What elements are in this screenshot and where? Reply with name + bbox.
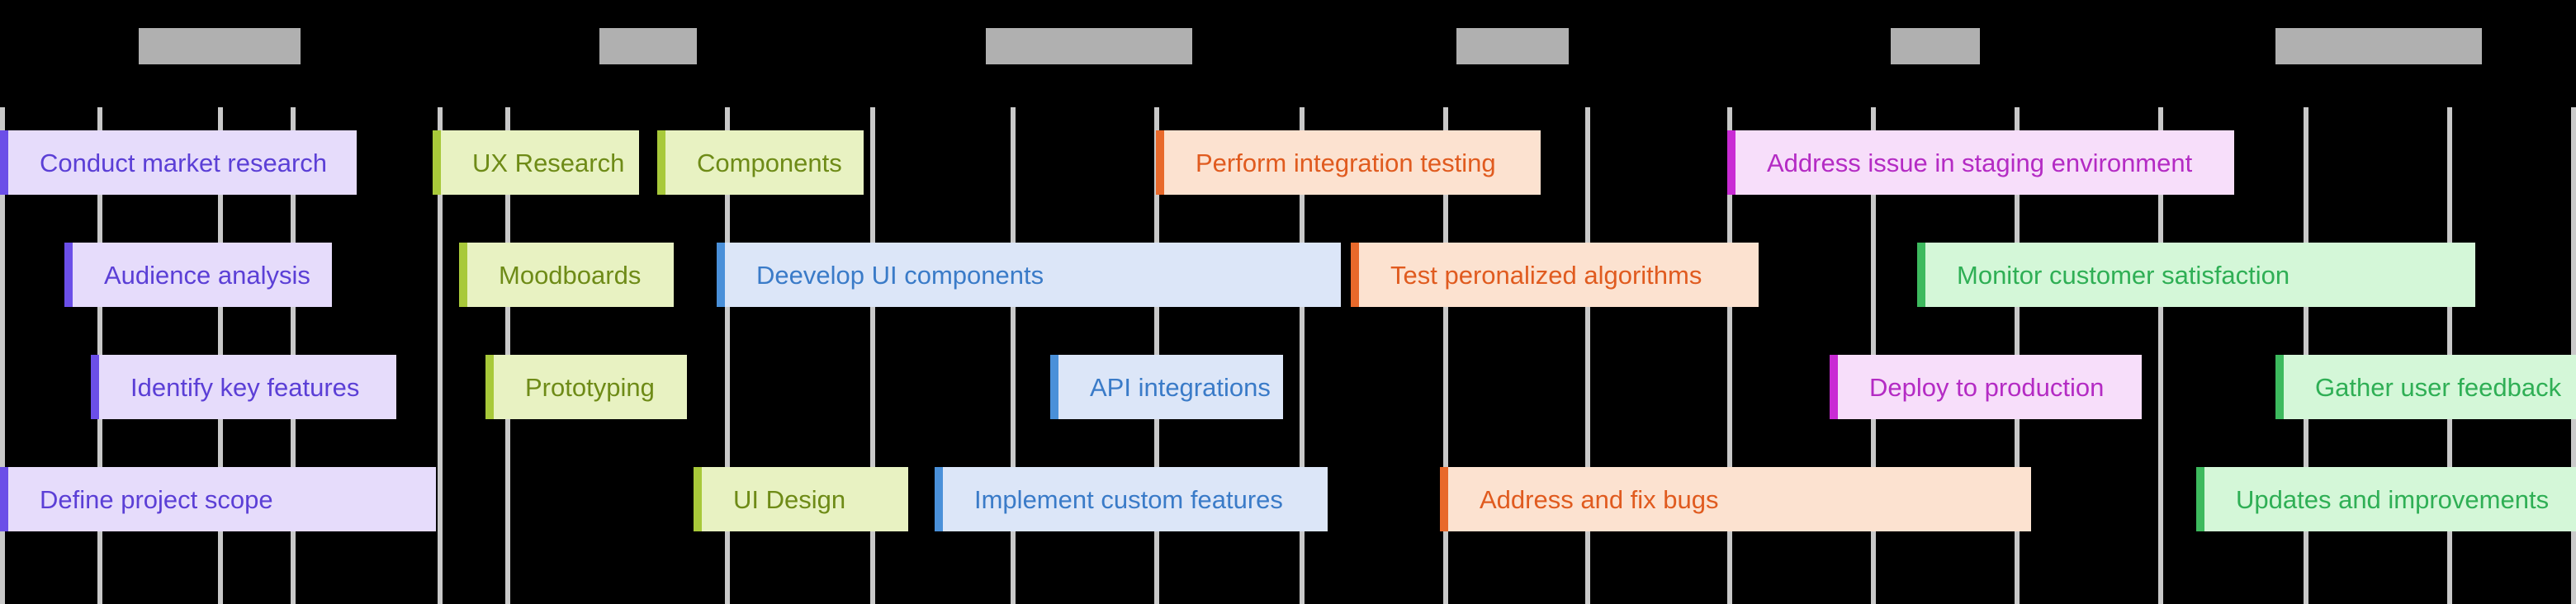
phase-header-2: DESIGN — [599, 28, 697, 64]
task-bar-label: UI Design — [733, 484, 846, 514]
task-bar-label: Deevelop UI components — [756, 260, 1044, 290]
task-bar-label: Updates and improvements — [2236, 484, 2550, 514]
task-bar[interactable]: Deevelop UI components — [717, 243, 1341, 307]
task-bar-label: Audience analysis — [104, 260, 310, 290]
phase-header-3: DEVELOPMENT — [986, 28, 1192, 64]
task-bar[interactable]: Gather user feedback — [2275, 355, 2576, 419]
task-bar-label: Test peronalized algorithms — [1390, 260, 1702, 290]
task-bar-label: Address issue in staging environment — [1767, 148, 2193, 177]
gridline — [1011, 107, 1016, 604]
phase-header-6: MAINTENANCE — [2275, 28, 2482, 64]
gridline — [1727, 107, 1732, 604]
task-bar-label: Gather user feedback — [2315, 372, 2562, 402]
task-bar-label: Define project scope — [40, 484, 273, 514]
phase-header-4: TESTING — [1456, 28, 1569, 64]
phase-header-band: PLANNING DESIGN DEVELOPMENT TESTING LAUNCH MA… — [0, 0, 2576, 107]
task-bar-label: Prototyping — [525, 372, 655, 402]
task-bar[interactable]: Moodboards — [459, 243, 674, 307]
task-bar[interactable]: Identify key features — [91, 355, 396, 419]
task-bar-label: API integrations — [1090, 372, 1271, 402]
gridline — [1300, 107, 1305, 604]
gridline — [2158, 107, 2163, 604]
phase-header-5: LAUNCH — [1891, 28, 1980, 64]
task-bar[interactable]: Implement custom features — [935, 467, 1328, 531]
task-bar-label: Moodboards — [499, 260, 642, 290]
task-bar-label: Implement custom features — [974, 484, 1283, 514]
task-bar[interactable]: Deploy to production — [1830, 355, 2142, 419]
task-bar[interactable]: Address issue in staging environment — [1727, 130, 2234, 195]
phase-header-1: PLANNING — [139, 28, 301, 64]
task-bar[interactable]: UI Design — [694, 467, 908, 531]
task-bar-label: Address and fix bugs — [1480, 484, 1719, 514]
task-bar[interactable]: Test peronalized algorithms — [1351, 243, 1759, 307]
task-bar[interactable]: Components — [657, 130, 864, 195]
gridline — [438, 107, 443, 604]
task-bar-label: UX Research — [472, 148, 625, 177]
task-bar-label: Monitor customer satisfaction — [1957, 260, 2290, 290]
task-bar[interactable]: Prototyping — [485, 355, 687, 419]
task-bar-label: Identify key features — [130, 372, 360, 402]
task-bar[interactable]: Audience analysis — [64, 243, 332, 307]
task-bar[interactable]: Perform integration testing — [1156, 130, 1541, 195]
gridline — [0, 107, 5, 604]
gridline — [725, 107, 730, 604]
task-bar-label: Conduct market research — [40, 148, 328, 177]
gridline — [870, 107, 875, 604]
task-bar[interactable]: Monitor customer satisfaction — [1917, 243, 2475, 307]
task-bar[interactable]: Updates and improvements — [2196, 467, 2576, 531]
task-bar[interactable]: Address and fix bugs — [1440, 467, 2031, 531]
task-bar-label: Deploy to production — [1869, 372, 2105, 402]
task-bar[interactable]: Define project scope — [0, 467, 436, 531]
task-bar[interactable]: Conduct market research — [0, 130, 357, 195]
task-bar-label: Perform integration testing — [1196, 148, 1496, 177]
gridline — [1585, 107, 1590, 604]
task-bar[interactable]: API integrations — [1050, 355, 1283, 419]
gridline — [1443, 107, 1448, 604]
task-bar[interactable]: UX Research — [433, 130, 639, 195]
task-bar-label: Components — [697, 148, 842, 177]
